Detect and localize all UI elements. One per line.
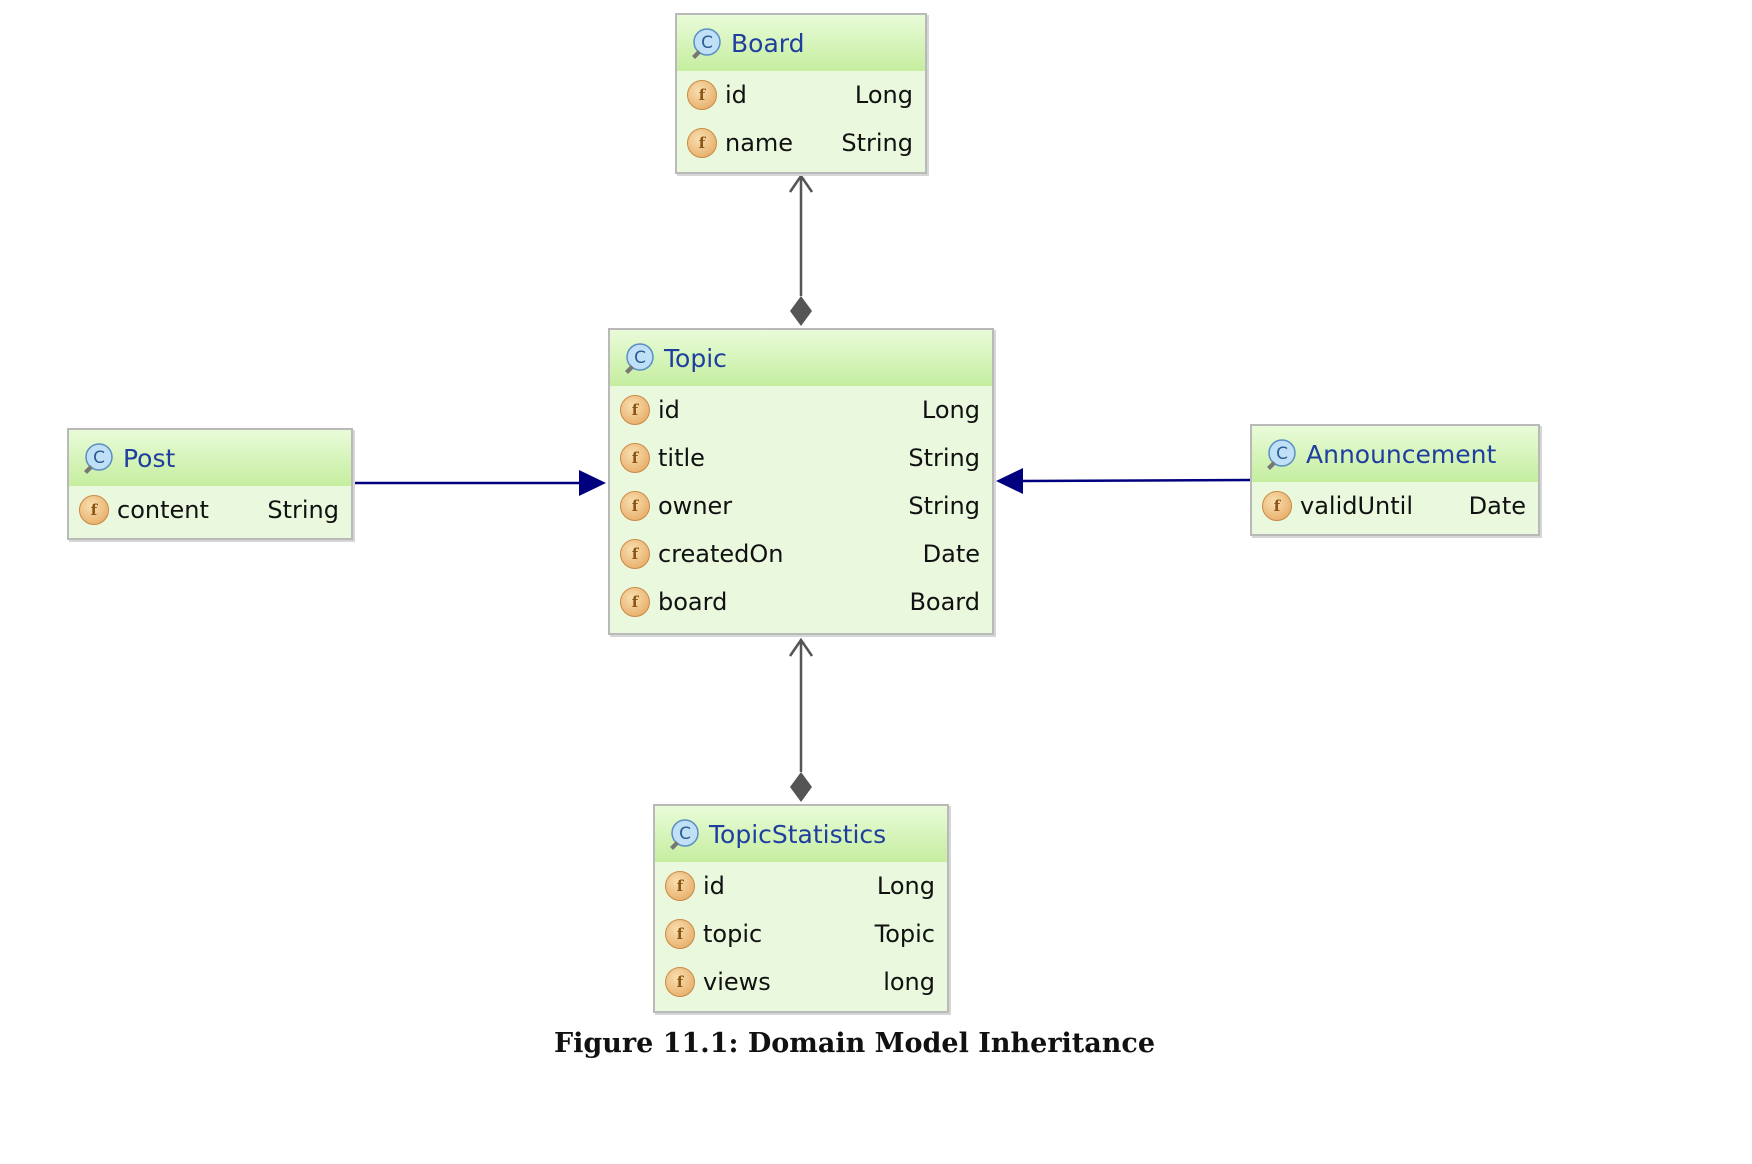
field-f-icon: f <box>620 539 650 569</box>
field-name: name <box>725 129 794 157</box>
composition-topic-board <box>788 173 814 326</box>
field-name: id <box>725 81 747 109</box>
svg-text:C: C <box>701 33 713 53</box>
field-row: f board Board <box>610 578 992 626</box>
field-name: owner <box>658 492 733 520</box>
class-board[interactable]: C Board f id Long f name String <box>675 13 927 174</box>
class-name: Topic <box>664 343 727 373</box>
inheritance-post-topic <box>354 470 606 496</box>
class-topicstatistics[interactable]: C TopicStatistics f id Long f topic Topi… <box>653 804 949 1013</box>
field-row: f views long <box>655 958 947 1006</box>
class-name: TopicStatistics <box>709 819 887 849</box>
class-name: Post <box>123 443 176 473</box>
field-name: id <box>703 872 725 900</box>
class-name: Announcement <box>1306 439 1497 469</box>
field-row: f createdOn Date <box>610 530 992 578</box>
field-f-icon: f <box>687 80 717 110</box>
field-row: f id Long <box>677 71 925 119</box>
composition-topicstatistics-topic <box>788 637 814 802</box>
field-name: topic <box>703 920 763 948</box>
field-f-icon: f <box>665 919 695 949</box>
field-f-icon: f <box>620 395 650 425</box>
field-type: Long <box>921 396 980 424</box>
field-name: id <box>658 396 680 424</box>
class-c-icon: C <box>692 28 721 59</box>
field-row: f topic Topic <box>655 910 947 958</box>
svg-text:C: C <box>679 824 691 844</box>
field-row: f owner String <box>610 482 992 530</box>
class-topic[interactable]: C Topic f id Long f title String f owner… <box>608 328 994 635</box>
field-type: Topic <box>874 920 935 948</box>
field-type: Date <box>922 540 980 568</box>
class-c-icon: C <box>670 819 699 850</box>
figure-caption: Figure 11.1: Domain Model Inheritance <box>554 1028 1156 1059</box>
class-header: C TopicStatistics <box>655 806 947 862</box>
field-row: f title String <box>610 434 992 482</box>
svg-text:C: C <box>634 348 646 368</box>
class-header: C Post <box>69 430 351 486</box>
field-row: f id Long <box>610 386 992 434</box>
field-name: validUntil <box>1300 492 1414 520</box>
field-type: String <box>841 129 913 157</box>
field-name: content <box>117 496 209 524</box>
field-f-icon: f <box>79 495 109 525</box>
svg-text:C: C <box>93 448 105 468</box>
field-type: String <box>267 496 339 524</box>
field-type: long <box>883 968 935 996</box>
field-f-icon: f <box>620 491 650 521</box>
field-f-icon: f <box>620 587 650 617</box>
field-name: views <box>703 968 771 996</box>
field-f-icon: f <box>665 871 695 901</box>
class-name: Board <box>731 28 805 58</box>
field-row: f id Long <box>655 862 947 910</box>
field-row: f validUntil Date <box>1252 482 1538 530</box>
field-name: board <box>658 588 728 616</box>
field-type: String <box>908 492 980 520</box>
field-type: String <box>908 444 980 472</box>
field-row: f name String <box>677 119 925 167</box>
class-header: C Board <box>677 15 925 71</box>
class-header: C Topic <box>610 330 992 386</box>
inheritance-announcement-topic <box>996 468 1251 494</box>
class-c-icon: C <box>625 343 654 374</box>
class-announcement[interactable]: C Announcement f validUntil Date <box>1250 424 1540 536</box>
field-f-icon: f <box>687 128 717 158</box>
field-type: Long <box>876 872 935 900</box>
field-name: title <box>658 444 705 472</box>
class-header: C Announcement <box>1252 426 1538 482</box>
field-f-icon: f <box>1262 491 1292 521</box>
class-post[interactable]: C Post f content String <box>67 428 353 540</box>
svg-text:C: C <box>1276 444 1288 464</box>
field-type: Date <box>1468 492 1526 520</box>
field-f-icon: f <box>620 443 650 473</box>
field-type: Long <box>854 81 913 109</box>
field-type: Board <box>909 588 980 616</box>
field-row: f content String <box>69 486 351 534</box>
field-f-icon: f <box>665 967 695 997</box>
field-name: createdOn <box>658 540 784 568</box>
class-c-icon: C <box>84 443 113 474</box>
class-c-icon: C <box>1267 439 1296 470</box>
